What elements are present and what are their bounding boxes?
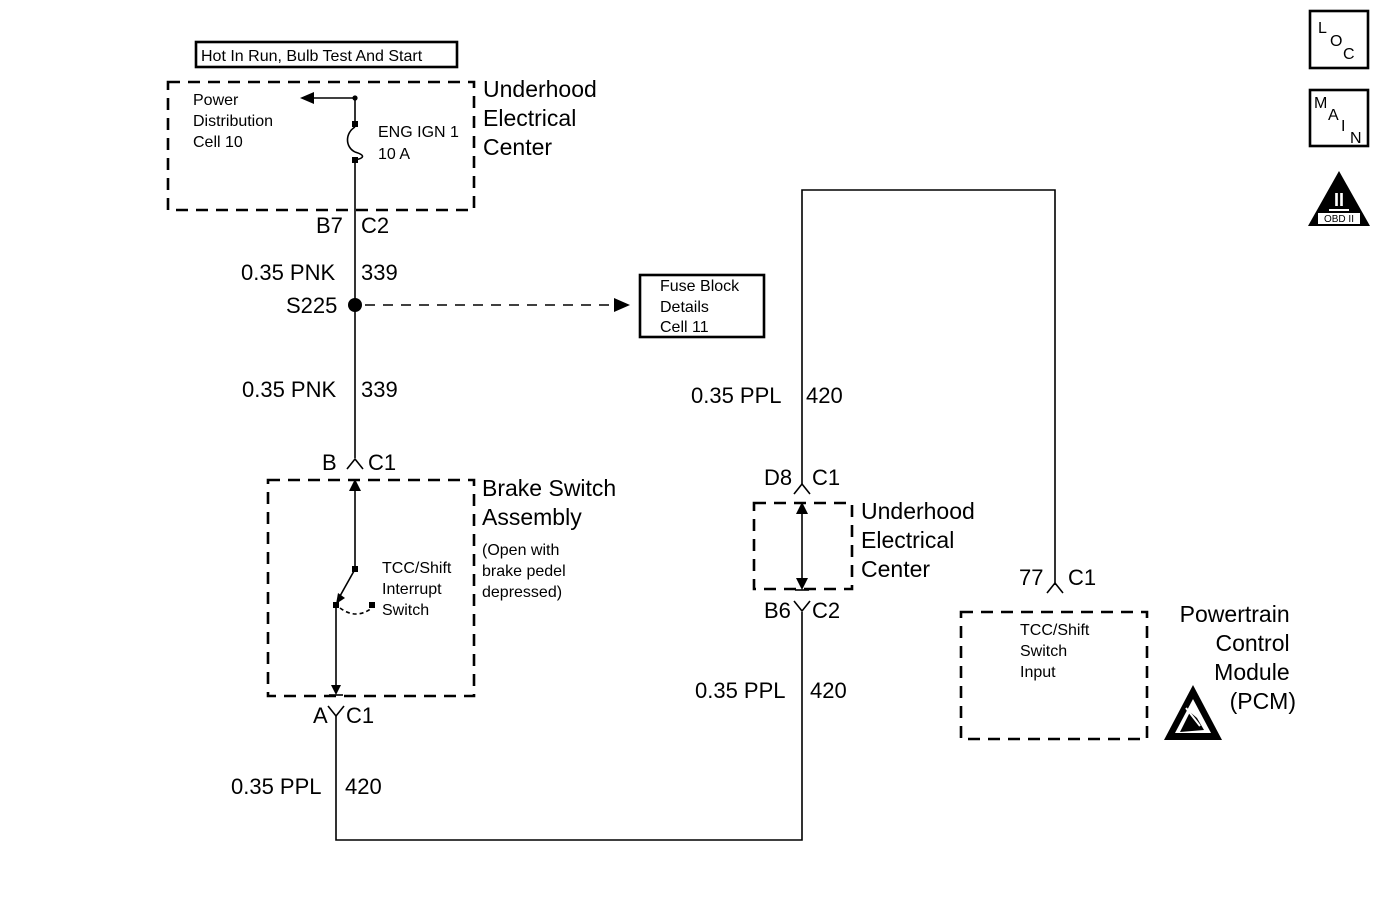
switch-blade <box>339 570 355 597</box>
splice-dot <box>348 298 362 312</box>
svg-text:N: N <box>1350 130 1362 147</box>
svg-text:C: C <box>1343 46 1355 63</box>
power-source-box <box>194 40 459 69</box>
svg-text:O: O <box>1330 33 1342 50</box>
wire-339-lower-gauge: 0.35 PNK <box>242 377 336 402</box>
pcm-pin: 77 <box>1019 565 1043 590</box>
svg-text:L: L <box>1318 20 1327 37</box>
connector-c1-pcm-icon <box>1046 581 1064 594</box>
brake-top-connector: C1 <box>368 450 396 475</box>
wire-420-mid-gauge: 0.35 PPL <box>695 678 786 703</box>
arrow-down-icon <box>331 685 341 695</box>
arrow-down-mid-icon <box>796 578 808 590</box>
esd-warning-icon <box>1164 685 1222 740</box>
connector-c1-bottom-icon <box>327 705 345 718</box>
arrow-up-mid-icon <box>796 502 808 514</box>
loc-icon[interactable]: L O C <box>1308 9 1370 70</box>
fuse-label: ENG IGN 1 10 A <box>378 124 463 163</box>
pcm-name: Powertrain Control Module (PCM) <box>1180 601 1296 714</box>
fuse-block-ref-label: Fuse Block Details Cell 11 <box>660 278 744 336</box>
uec-mid-top-pin: D8 <box>764 465 792 490</box>
svg-text:OBD II: OBD II <box>1324 214 1354 225</box>
brake-top-pin: B <box>322 450 337 475</box>
wire-420-bottom-gauge: 0.35 PPL <box>231 774 322 799</box>
wire-420-upper <box>801 189 1056 585</box>
pcm-dashed-box <box>959 610 1149 741</box>
svg-text:M: M <box>1314 95 1327 112</box>
obd-ii-icon[interactable]: II OBD II <box>1308 171 1370 226</box>
wire-339-upper-circuit: 339 <box>361 260 398 285</box>
uec-mid-top-connector: C1 <box>812 465 840 490</box>
pcm-input-label: TCC/Shift Switch Input <box>1020 622 1094 681</box>
uec-mid-name: Underhood Electrical Center <box>861 498 981 582</box>
power-distribution-label: Power Distribution Cell 10 <box>193 92 277 151</box>
pcm-connector: C1 <box>1068 565 1096 590</box>
brake-bottom-pin: A <box>313 703 328 728</box>
main-icon[interactable]: M A I N <box>1308 88 1370 148</box>
wire-420-mid-circuit: 420 <box>810 678 847 703</box>
wire-420-upper-circuit: 420 <box>806 383 843 408</box>
arrow-left-icon <box>300 92 314 104</box>
wire-420 <box>335 612 803 841</box>
brake-switch-dashed-box <box>266 478 476 698</box>
switch-label: TCC/Shift Interrupt Switch <box>382 560 456 619</box>
uec-top-connector: C2 <box>361 213 389 238</box>
uec-mid-dashed-box <box>752 501 854 591</box>
connector-c2-mid-icon <box>793 600 811 613</box>
connector-c1-mid-icon <box>793 482 811 495</box>
fuse-block-ref-box[interactable] <box>638 273 766 339</box>
arrow-right-icon <box>614 298 630 312</box>
brake-switch-note: (Open with brake pedel depressed) <box>482 542 570 601</box>
svg-text:A: A <box>1328 107 1339 124</box>
svg-text:II: II <box>1334 190 1344 210</box>
uec-mid-bottom-connector: C2 <box>812 598 840 623</box>
brake-switch-name: Brake Switch Assembly <box>482 475 623 530</box>
wire-420-upper-gauge: 0.35 PPL <box>691 383 782 408</box>
arrow-up-icon <box>349 479 361 491</box>
uec-top-pin: B7 <box>316 213 343 238</box>
power-source-label: Hot In Run, Bulb Test And Start <box>201 48 423 65</box>
wire-339-upper-gauge: 0.35 PNK <box>241 260 335 285</box>
uec-mid-bottom-pin: B6 <box>764 598 791 623</box>
uec-top-dashed-box <box>166 80 476 212</box>
svg-text:I: I <box>1341 118 1345 135</box>
uec-top-name: Underhood Electrical Center <box>483 76 603 160</box>
connector-c1-top-icon <box>346 457 364 470</box>
wire-420-bottom-circuit: 420 <box>345 774 382 799</box>
brake-bottom-connector: C1 <box>346 703 374 728</box>
wire-339-lower-circuit: 339 <box>361 377 398 402</box>
splice-label: S225 <box>286 293 337 318</box>
fuse-icon <box>346 126 356 153</box>
